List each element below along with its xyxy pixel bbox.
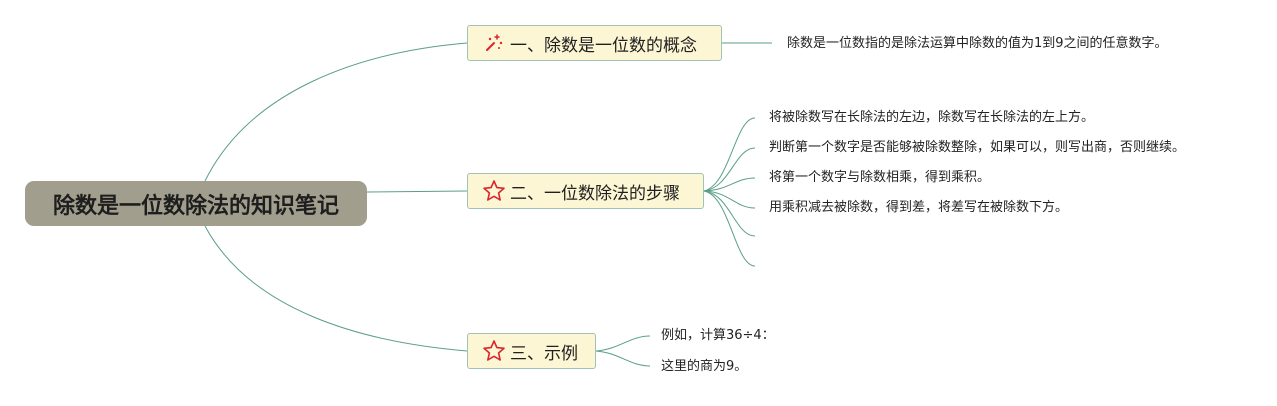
magic-wand-icon	[482, 31, 506, 55]
root-topic-label: 除数是一位数除法的知识笔记	[52, 193, 339, 219]
connector-root-branch-2	[366, 190, 468, 193]
leaf-topic[interactable]: 将被除数写在长除法的左边，除数写在长除法的左上方。	[769, 110, 1095, 125]
branch-topic-example[interactable]: 三、示例	[467, 333, 596, 369]
branch-topic-concept[interactable]: 一、除数是一位数的概念	[467, 25, 722, 61]
connector-branch-2-leaf-3	[703, 177, 756, 192]
branch-topic-label: 一、除数是一位数的概念	[510, 35, 697, 56]
connector-root-branch-3	[204, 225, 468, 352]
connector-branch-2-leaf-2	[703, 147, 756, 192]
leaf-topic[interactable]: 用乘积减去被除数，得到差，将差写在被除数下方。	[769, 200, 1069, 215]
connector-branch-2-leaf-6	[703, 190, 756, 267]
connector-branch-2-leaf-1	[703, 117, 756, 192]
root-topic[interactable]: 除数是一位数除法的知识笔记	[25, 181, 367, 226]
connector-branch-2-leaf-5	[703, 190, 756, 237]
connector-branch-3-leaf-1	[595, 335, 651, 352]
leaf-topic[interactable]: 除数是一位数指的是除法运算中除数的值为1到9之间的任意数字。	[787, 36, 1168, 51]
star-outline-icon	[482, 339, 506, 363]
connector-branch-2-leaf-4	[703, 190, 756, 209]
leaf-topic[interactable]: 判断第一个数字是否能够被除数整除，如果可以，则写出商，否则继续。	[769, 140, 1186, 155]
star-outline-icon	[482, 179, 506, 203]
branch-topic-label: 二、一位数除法的步骤	[510, 183, 680, 204]
leaf-topic[interactable]: 这里的商为9。	[661, 359, 748, 374]
leaf-topic[interactable]: 例如，计算36÷4：	[661, 328, 775, 343]
branch-topic-label: 三、示例	[510, 343, 578, 364]
branch-topic-steps[interactable]: 二、一位数除法的步骤	[467, 173, 704, 209]
connector-root-branch-1	[204, 42, 468, 182]
leaf-topic[interactable]: 将第一个数字与除数相乘，得到乘积。	[769, 170, 991, 185]
connector-branch-3-leaf-2	[595, 350, 651, 367]
